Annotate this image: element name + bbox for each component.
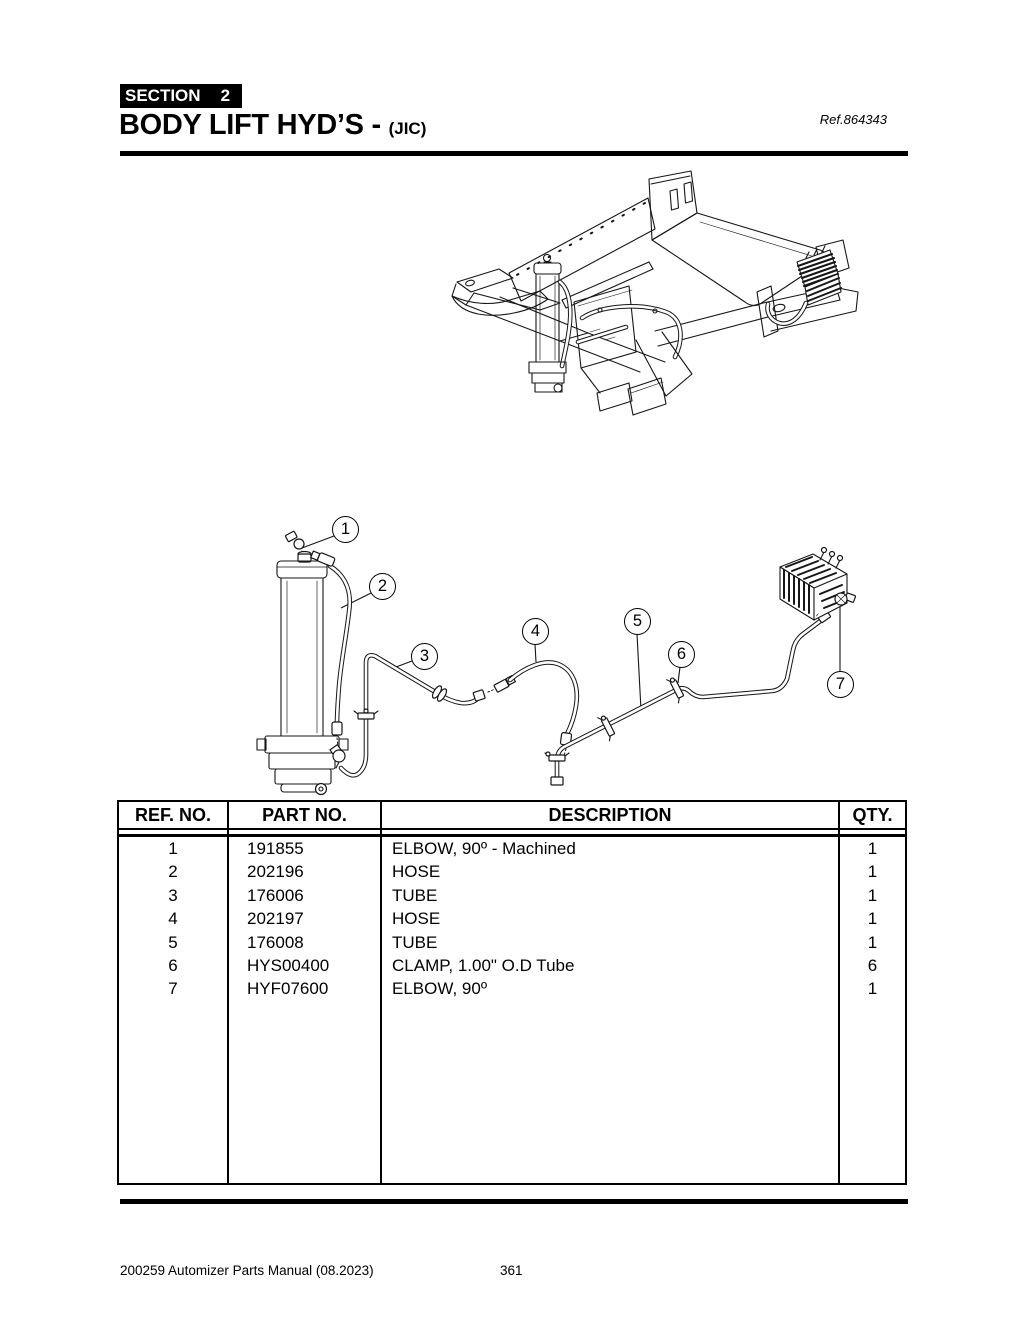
clamp-art xyxy=(353,708,379,720)
tube-3-art xyxy=(338,653,496,778)
callout-5: 5 xyxy=(624,608,651,635)
header-qty: QTY. xyxy=(852,805,893,825)
parts-diagram xyxy=(256,530,857,796)
section-badge: SECTION 2 xyxy=(120,84,243,108)
top-assembly-diagram xyxy=(451,170,859,416)
table-row: 3 176006 TUBE 1 xyxy=(119,883,905,908)
table-row: 1 191855 ELBOW, 90º - Machined 1 xyxy=(119,837,905,861)
table-filler xyxy=(119,1000,905,1183)
table-row: 5 176008 TUBE 1 xyxy=(119,930,905,954)
ref-label: Ref.864343 xyxy=(819,112,887,127)
table-row: 2 202196 HOSE 1 xyxy=(119,860,905,884)
callout-3: 3 xyxy=(411,643,438,670)
section-number: 2 xyxy=(220,86,231,105)
clamp-art xyxy=(544,751,570,762)
callout-2: 2 xyxy=(369,573,396,600)
section-label: SECTION xyxy=(125,86,201,105)
callout-leader-lines xyxy=(301,535,841,711)
header-rule xyxy=(120,151,908,156)
footer-page-number: 361 xyxy=(500,1263,523,1278)
hose-4-art xyxy=(493,660,580,757)
callout-1: 1 xyxy=(332,516,359,543)
title-suffix: (JIC) xyxy=(388,119,427,138)
header-ref-no: REF. NO. xyxy=(119,802,229,828)
header-separator xyxy=(119,828,905,837)
callout-7: 7 xyxy=(827,671,854,698)
header-description: DESCRIPTION xyxy=(382,802,840,828)
tube-5-art xyxy=(544,604,836,786)
footer-rule xyxy=(120,1199,908,1204)
valve-block-art xyxy=(779,546,848,621)
table-row: 7 HYF07600 ELBOW, 90º 1 xyxy=(119,977,905,1001)
parts-table: REF. NO. PART NO. DESCRIPTION QTY. 1 191… xyxy=(117,800,907,1185)
callout-6: 6 xyxy=(668,641,695,668)
elbow-7-art xyxy=(834,592,857,606)
table-row: 4 202197 HOSE 1 xyxy=(119,907,905,931)
table-row: 6 HYS00400 CLAMP, 1.00" O.D Tube 6 xyxy=(119,953,905,978)
header-part-no: PART NO. xyxy=(229,802,382,828)
callout-4: 4 xyxy=(522,618,549,645)
footer-text: 200259 Automizer Parts Manual (08.2023) xyxy=(120,1263,374,1278)
table-header-row: REF. NO. PART NO. DESCRIPTION QTY. xyxy=(119,802,905,828)
page-title: BODY LIFT HYD’S - (JIC) xyxy=(119,109,427,141)
hose-2-art xyxy=(310,550,353,769)
clamp-art xyxy=(666,677,685,704)
clamp-art xyxy=(597,715,616,742)
